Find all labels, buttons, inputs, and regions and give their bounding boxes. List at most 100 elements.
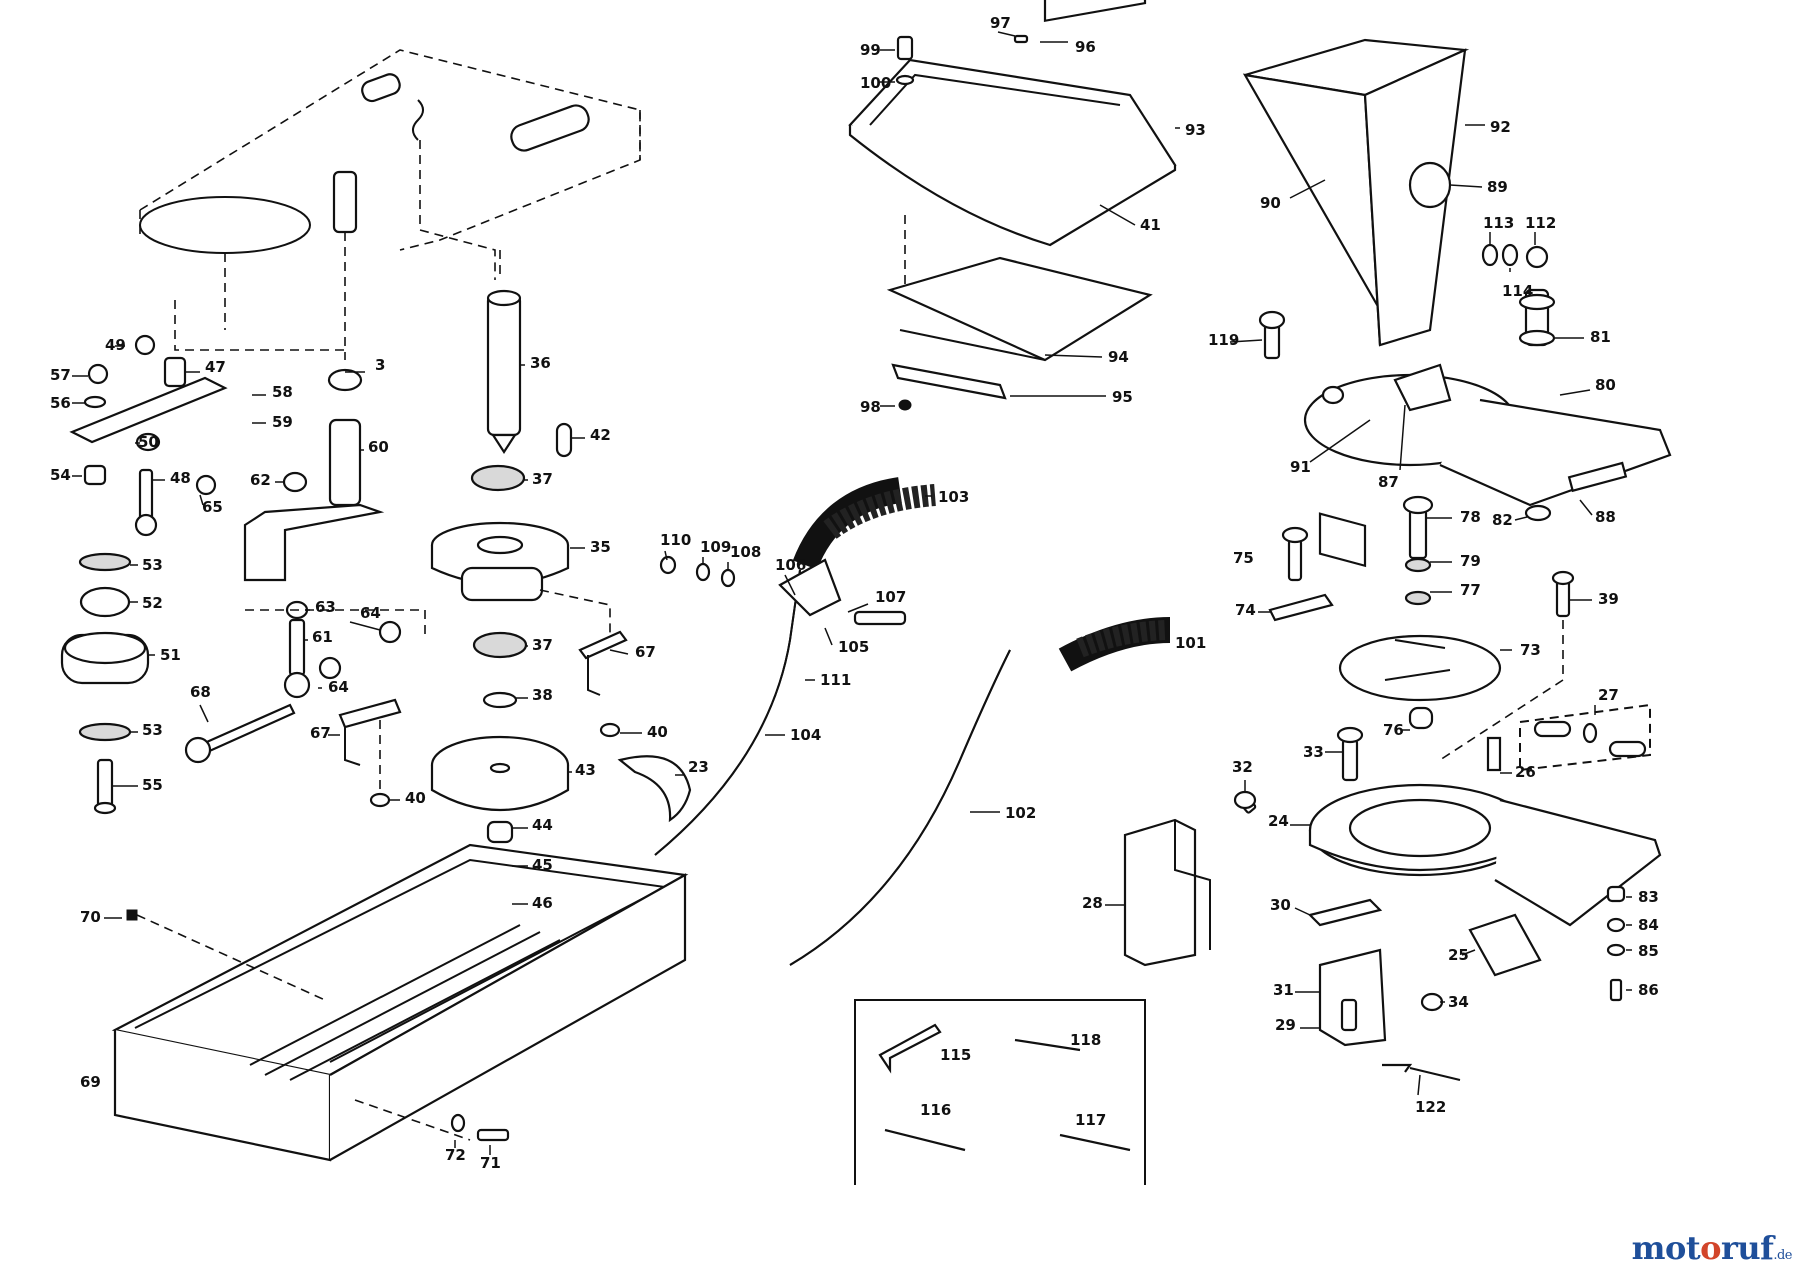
part-label-27: 27 [1598,686,1619,704]
part-label-47: 47 [205,358,226,376]
part-label-49: 49 [105,336,126,354]
part-label-37b: 37 [532,636,553,654]
leader-line-80 [1559,389,1591,396]
part-label-85: 85 [1638,942,1659,960]
hopper-cover [848,0,1177,411]
part-label-115: 115 [940,1046,971,1064]
part-label-67a: 67 [635,643,656,661]
part-label-91: 91 [1290,458,1311,476]
part-label-54: 54 [50,466,71,484]
part-label-97: 97 [990,14,1011,32]
part-label-38: 38 [532,686,553,704]
leader-line-91 [1309,419,1371,463]
part-label-92: 92 [1490,118,1511,136]
part-label-94: 94 [1108,348,1129,366]
part-label-50: 50 [138,433,159,451]
part-label-104: 104 [790,726,821,744]
part-label-45: 45 [532,856,553,874]
leader-line-110 [664,550,668,561]
part-label-113: 113 [1483,214,1514,232]
lower-base-plate [1123,726,1662,1081]
leader-line-88 [1579,499,1593,516]
part-label-87: 87 [1378,473,1399,491]
part-label-55: 55 [142,776,163,794]
part-label-29: 29 [1275,1016,1296,1034]
part-label-43: 43 [575,761,596,779]
part-label-59: 59 [272,413,293,431]
part-label-111: 111 [820,671,851,689]
part-label-72: 72 [445,1146,466,1164]
watermark-part-1: mot [1631,1229,1701,1267]
leader-line-25 [1461,949,1476,956]
part-label-48: 48 [170,469,191,487]
leader-line-89 [1449,184,1483,188]
part-label-64b: 64 [328,678,349,696]
centre-shaft-assembly [430,250,692,909]
part-label-69: 69 [80,1073,101,1091]
leader-line-90 [1289,179,1326,199]
leader-line-106 [784,574,796,596]
part-label-40b: 40 [405,789,426,807]
part-label-84: 84 [1638,916,1659,934]
leader-line-41 [1099,204,1136,226]
part-label-62: 62 [250,471,271,489]
part-label-103: 103 [938,488,969,506]
part-label-81: 81 [1590,328,1611,346]
part-label-58: 58 [272,383,293,401]
part-label-35: 35 [590,538,611,556]
leader-line-107 [847,603,869,613]
accessory-box [854,999,1146,1185]
part-label-64a: 64 [360,604,381,622]
part-label-68: 68 [190,683,211,701]
part-label-77: 77 [1460,581,1481,599]
watermark-suffix: .de [1773,1248,1792,1263]
leader-line-64a [349,621,381,631]
part-label-65: 65 [202,498,223,516]
part-label-70: 70 [80,908,101,926]
part-label-89: 89 [1487,178,1508,196]
part-label-74: 74 [1235,601,1256,619]
part-label-106: 106 [775,556,806,574]
chute-assembly [1242,38,1672,568]
part-label-36: 36 [530,354,551,372]
watermark-part-3: ruf [1720,1229,1774,1267]
part-label-100: 100 [860,74,891,92]
part-label-53a: 53 [142,556,163,574]
part-label-61: 61 [312,628,333,646]
part-label-53b: 53 [142,721,163,739]
part-label-40a: 40 [647,723,668,741]
part-label-79: 79 [1460,552,1481,570]
leader-line-119 [1229,339,1263,343]
part-label-30: 30 [1270,896,1291,914]
part-label-34: 34 [1448,993,1469,1011]
part-label-63: 63 [315,598,336,616]
leader-line-30 [1294,907,1311,916]
part-label-42: 42 [590,426,611,444]
leader-line-87 [1399,404,1406,471]
part-label-93: 93 [1185,121,1206,139]
part-label-90: 90 [1260,194,1281,212]
part-label-52: 52 [142,594,163,612]
part-label-25: 25 [1448,946,1469,964]
part-label-83: 83 [1638,888,1659,906]
part-label-96: 96 [1075,38,1096,56]
part-label-118: 118 [1070,1031,1101,1049]
part-label-110: 110 [660,531,691,549]
part-label-26: 26 [1515,763,1536,781]
part-label-116: 116 [920,1101,951,1119]
part-label-23: 23 [688,758,709,776]
leader-line-105 [824,627,833,646]
watermark-part-2: o [1700,1229,1721,1267]
part-label-51: 51 [160,646,181,664]
part-label-71: 71 [480,1154,501,1172]
leader-line-82 [1514,516,1528,521]
part-label-28: 28 [1082,894,1103,912]
leader-line-97 [997,31,1016,37]
part-label-117: 117 [1075,1111,1106,1129]
part-label-99: 99 [860,41,881,59]
part-label-41: 41 [1140,216,1161,234]
leader-line-68 [199,704,209,723]
part-label-102: 102 [1005,804,1036,822]
left-pulley-assembly [60,334,426,815]
